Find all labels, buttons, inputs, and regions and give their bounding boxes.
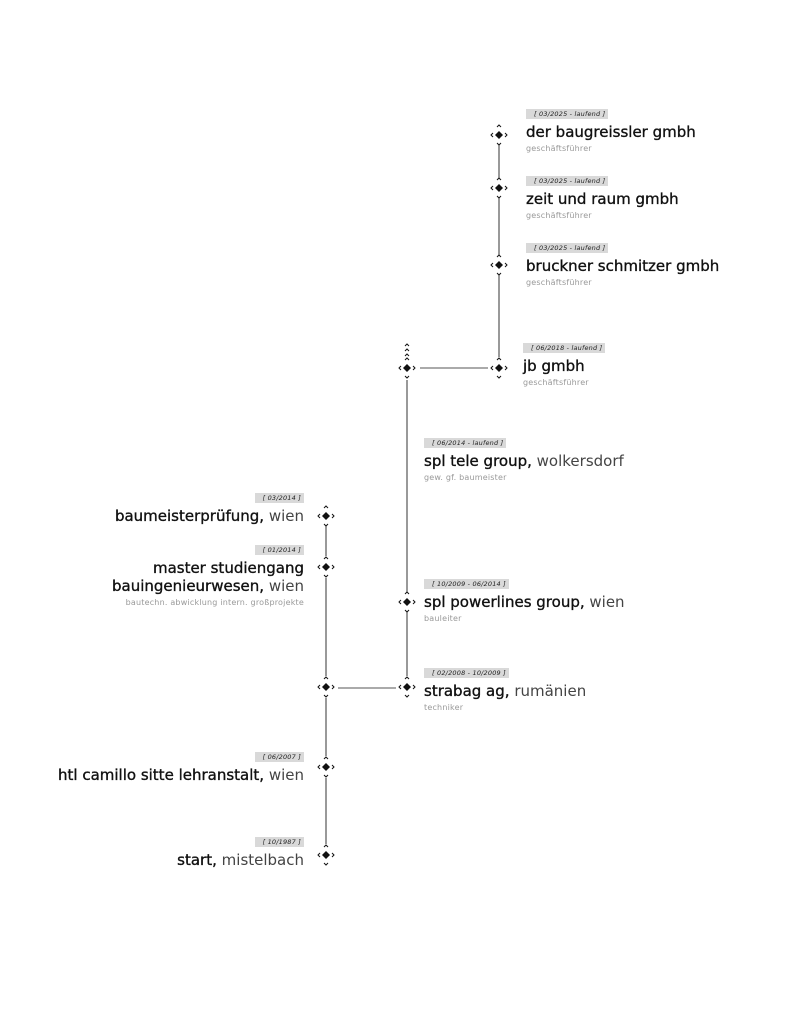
entry-role: bauleiter (424, 614, 462, 623)
entry-title: start, mistelbach (177, 851, 304, 869)
entry-place: wien (264, 577, 304, 595)
diamond-node-icon[interactable] (317, 844, 335, 866)
entry-name: der baugreissler gmbh (526, 123, 696, 141)
entry-name: strabag ag, (424, 682, 510, 700)
entry-title: spl powerlines group, wien (424, 593, 625, 611)
entry-title: baumeisterprüfung, wien (115, 507, 304, 525)
entry-title: spl tele group, wolkersdorf (424, 452, 624, 470)
entry-title: jb gmbh (523, 357, 605, 375)
diamond-node-icon[interactable] (490, 124, 508, 146)
date-tag: [ 03/2025 - laufend ] (526, 109, 609, 119)
timeline-entry: [ 03/2025 - laufend ] zeit und raum gmbh… (526, 168, 679, 220)
entry-title-line2: bauingenieurwesen, wien (112, 577, 304, 595)
diamond-node-icon[interactable] (398, 676, 416, 698)
entry-place: rumänien (509, 682, 587, 700)
entry-name: htl camillo sitte lehranstalt, (58, 766, 265, 784)
entry-title: bruckner schmitzer gmbh (526, 257, 720, 275)
entry-name: start, (177, 851, 217, 869)
timeline-entry: [ 10/2009 - 06/2014 ] spl powerlines gro… (424, 571, 625, 623)
entry-place: wien (264, 507, 304, 525)
date-tag: [ 01/2014 ] (254, 545, 304, 555)
timeline-entry: [ 06/2007 ] htl camillo sitte lehranstal… (58, 744, 304, 784)
entry-role: techniker (424, 703, 464, 712)
diamond-node-icon[interactable] (317, 676, 335, 698)
entry-place: wien (584, 593, 625, 611)
diamond-node-icon[interactable] (317, 505, 335, 527)
date-tag: [ 06/2007 ] (254, 752, 304, 762)
entry-name: zeit und raum gmbh (526, 190, 679, 208)
entry-name: master studiengang (152, 559, 304, 577)
chevron-up-stack-icon (398, 343, 416, 357)
timeline-entry: [ 03/2025 - laufend ] der baugreissler g… (526, 101, 696, 153)
timeline-entry: [ 10/1987 ] start, mistelbach (177, 829, 304, 869)
diamond-node-icon[interactable] (317, 556, 335, 578)
entry-role: geschäftsführer (526, 211, 592, 220)
entry-name: spl tele group, (424, 452, 532, 470)
diamond-node-icon[interactable] (490, 254, 508, 276)
date-tag: [ 02/2008 - 10/2009 ] (424, 668, 509, 678)
entry-place: wien (264, 766, 304, 784)
entry-name: baumeisterprüfung, (114, 507, 265, 525)
entry-place: mistelbach (216, 851, 304, 869)
timeline-entry: [ 03/2014 ] baumeisterprüfung, wien (115, 485, 304, 525)
entry-title: strabag ag, rumänien (424, 682, 586, 700)
timeline-entry: [ 03/2025 - laufend ] bruckner schmitzer… (526, 235, 719, 287)
entry-title: der baugreissler gmbh (526, 123, 696, 141)
entry-name: spl powerlines group, (424, 593, 585, 611)
date-tag: [ 06/2018 - laufend ] (523, 343, 606, 353)
entry-role: geschäftsführer (526, 144, 592, 153)
timeline-entry: [ 06/2018 - laufend ] jb gmbh geschäftsf… (523, 335, 606, 387)
entry-name: jb gmbh (523, 357, 585, 375)
timeline-entry: [ 02/2008 - 10/2009 ] strabag ag, rumäni… (424, 660, 586, 712)
diamond-node-icon[interactable] (317, 756, 335, 778)
entry-role: geschäftsführer (526, 278, 592, 287)
date-tag: [ 03/2025 - laufend ] (526, 176, 609, 186)
entry-name: bruckner schmitzer gmbh (526, 257, 720, 275)
date-tag: [ 10/2009 - 06/2014 ] (424, 579, 509, 589)
entry-title: zeit und raum gmbh (526, 190, 679, 208)
date-tag: [ 10/1987 ] (254, 837, 304, 847)
date-tag: [ 06/2014 - laufend ] (424, 438, 507, 448)
timeline-entry: [ 06/2014 - laufend ] spl tele group, wo… (424, 430, 624, 482)
diamond-node-icon[interactable] (398, 357, 416, 379)
entry-role: gew. gf. baumeister (424, 473, 507, 482)
entry-role: geschäftsführer (523, 378, 589, 387)
diamond-node-icon[interactable] (490, 357, 508, 379)
entry-title: master studiengang (112, 559, 304, 577)
diamond-node-icon[interactable] (398, 591, 416, 613)
entry-title: htl camillo sitte lehranstalt, wien (58, 766, 304, 784)
entry-place: wolkersdorf (531, 452, 624, 470)
entry-role: bautechn. abwicklung intern. großprojekt… (125, 598, 304, 607)
entry-name-line2: bauingenieurwesen, (112, 577, 265, 595)
date-tag: [ 03/2025 - laufend ] (526, 243, 609, 253)
timeline-entry: [ 01/2014 ] master studiengang bauingeni… (112, 537, 304, 607)
diamond-node-icon[interactable] (490, 177, 508, 199)
date-tag: [ 03/2014 ] (254, 493, 304, 503)
